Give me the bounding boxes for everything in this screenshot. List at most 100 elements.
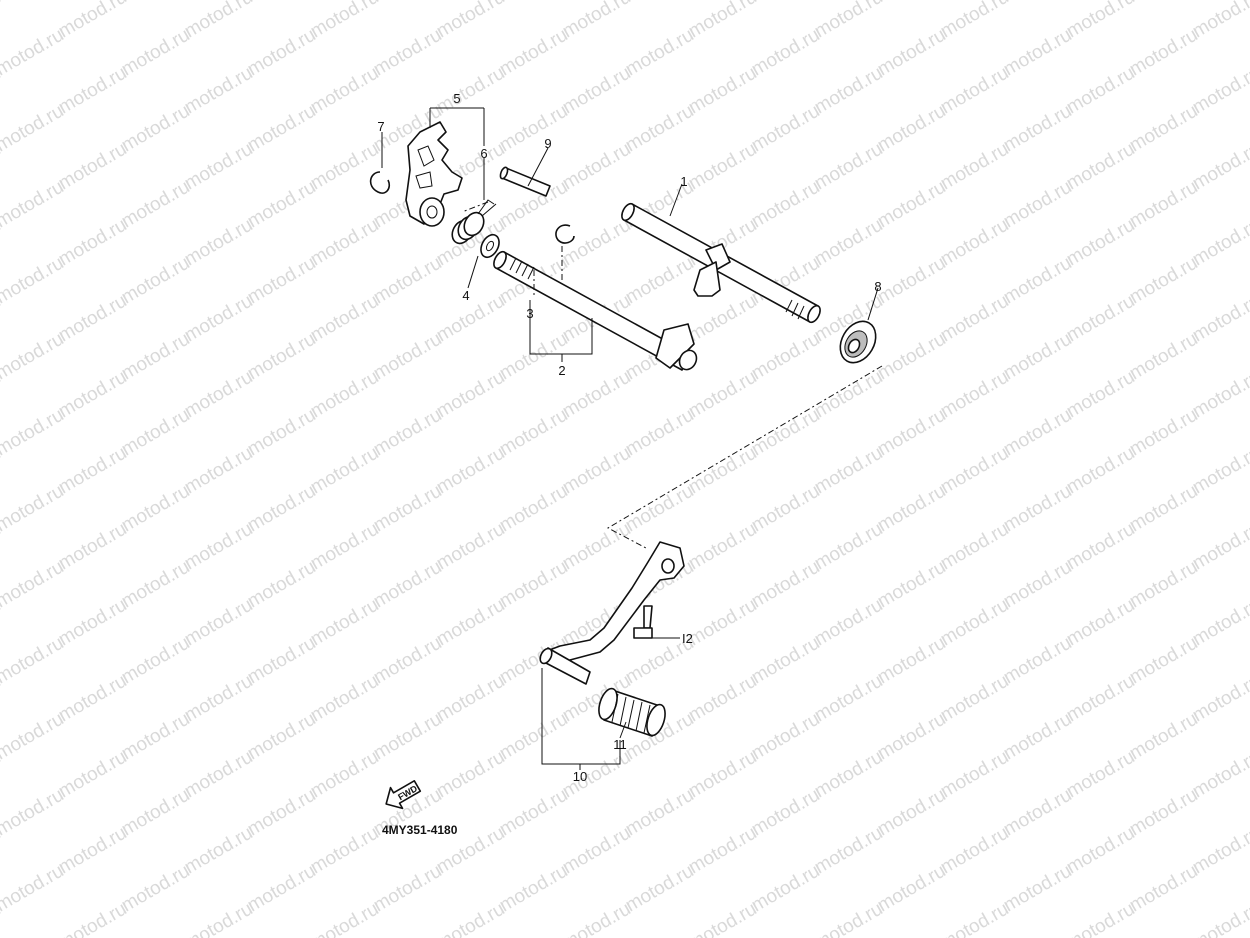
watermark-text: motod.ru <box>874 861 949 917</box>
watermark-text: motod.ru <box>244 785 319 841</box>
watermark-text: motod.ru <box>0 329 67 385</box>
watermark-text: motod.ru <box>685 595 760 651</box>
part-3-circlip <box>555 224 575 244</box>
watermark-text: motod.ru <box>307 215 382 271</box>
watermark-text: motod.ru <box>748 785 823 841</box>
part-5-shift-lever <box>405 121 463 227</box>
watermark-text: motod.ru <box>1126 785 1201 841</box>
watermark-text: motod.ru <box>433 63 508 119</box>
watermark-text: motod.ru <box>874 481 949 537</box>
watermark-text: motod.ru <box>1126 177 1201 233</box>
watermark-text: motod.ru <box>1126 861 1201 917</box>
watermark-text: motod.ru <box>55 595 130 651</box>
watermark-text: motod.ru <box>496 101 571 157</box>
watermark-text: motod.ru <box>748 177 823 233</box>
watermark-text: motod.ru <box>370 633 445 689</box>
watermark-text: motod.ru <box>1189 139 1250 195</box>
watermark-text: motod.ru <box>0 557 67 613</box>
watermark-text: motod.ru <box>811 899 886 938</box>
watermark-text: motod.ru <box>1000 177 1075 233</box>
watermark-text: motod.ru <box>622 405 697 461</box>
watermark-text: motod.ru <box>874 785 949 841</box>
watermark-text: motod.ru <box>307 291 382 347</box>
watermark-text: motod.ru <box>874 101 949 157</box>
watermark-text: motod.ru <box>496 557 571 613</box>
watermark-text: motod.ru <box>55 139 130 195</box>
watermark-text: motod.ru <box>370 25 445 81</box>
watermark-text: motod.ru <box>433 671 508 727</box>
watermark-text: motod.ru <box>1000 25 1075 81</box>
watermark-text: motod.ru <box>181 443 256 499</box>
watermark-text: motod.ru <box>748 709 823 765</box>
watermark-text: motod.ru <box>181 139 256 195</box>
watermark-text: motod.ru <box>1063 595 1138 651</box>
watermark-text: motod.ru <box>559 519 634 575</box>
watermark-text: motod.ru <box>181 291 256 347</box>
watermark-text: motod.ru <box>118 633 193 689</box>
watermark-text: motod.ru <box>181 519 256 575</box>
watermark-text: motod.ru <box>1000 861 1075 917</box>
watermark-text: motod.ru <box>748 405 823 461</box>
watermark-text: motod.ru <box>244 329 319 385</box>
watermark-text: motod.ru <box>1189 215 1250 271</box>
watermark-text: motod.ru <box>55 367 130 423</box>
watermark-text: motod.ru <box>559 443 634 499</box>
watermark-text: motod.ru <box>937 215 1012 271</box>
watermark-text: motod.ru <box>937 519 1012 575</box>
watermark-text: motod.ru <box>811 823 886 879</box>
watermark-text: motod.ru <box>1189 595 1250 651</box>
watermark-text: motod.ru <box>307 0 382 42</box>
watermark-text: motod.ru <box>811 443 886 499</box>
watermark-text: motod.ru <box>685 747 760 803</box>
watermark-text: motod.ru <box>244 101 319 157</box>
watermark-text: motod.ru <box>55 519 130 575</box>
watermark-text: motod.ru <box>748 101 823 157</box>
part-4-washer <box>480 233 500 259</box>
watermark-text: motod.ru <box>55 443 130 499</box>
watermark-text: motod.ru <box>181 899 256 938</box>
watermark-text: motod.ru <box>685 291 760 347</box>
watermark-text: motod.ru <box>1000 481 1075 537</box>
watermark-text: motod.ru <box>181 823 256 879</box>
watermark-text: motod.ru <box>1126 481 1201 537</box>
watermark-text: motod.ru <box>0 405 67 461</box>
watermark-text: motod.ru <box>1189 671 1250 727</box>
watermark-text: motod.ru <box>0 25 67 81</box>
watermark-text: motod.ru <box>559 823 634 879</box>
watermark-text: motod.ru <box>370 405 445 461</box>
watermark-text: motod.ru <box>685 899 760 938</box>
watermark-text: motod.ru <box>559 899 634 938</box>
watermark-text: motod.ru <box>811 595 886 651</box>
watermark-text: motod.ru <box>496 709 571 765</box>
watermark-text: motod.ru <box>811 0 886 42</box>
watermark-text: motod.ru <box>55 291 130 347</box>
watermark-text: motod.ru <box>1126 25 1201 81</box>
watermark-text: motod.ru <box>937 747 1012 803</box>
watermark-text: motod.ru <box>1189 0 1250 42</box>
watermark-text: motod.ru <box>1000 101 1075 157</box>
callout-12: I2 <box>682 631 693 646</box>
watermark-text: motod.ru <box>685 443 760 499</box>
watermark-text: motod.ru <box>1000 709 1075 765</box>
watermark-text: motod.ru <box>0 0 4 42</box>
watermark-text: motod.ru <box>118 253 193 309</box>
watermark-text: motod.ru <box>1189 519 1250 575</box>
callout-7: 7 <box>377 119 384 134</box>
watermark-text: motod.ru <box>811 139 886 195</box>
watermark-text: motod.ru <box>0 709 67 765</box>
watermark-text: motod.ru <box>496 25 571 81</box>
watermark-text: motod.ru <box>622 861 697 917</box>
watermark-text: motod.ru <box>307 443 382 499</box>
watermark-text: motod.ru <box>1063 291 1138 347</box>
watermark-text: motod.ru <box>1000 557 1075 613</box>
watermark-text: motod.ru <box>433 747 508 803</box>
watermark-text: motod.ru <box>874 177 949 233</box>
watermark-text: motod.ru <box>244 253 319 309</box>
watermark-text: motod.ru <box>559 367 634 423</box>
watermark-text: motod.ru <box>0 101 67 157</box>
watermark-text: motod.ru <box>685 671 760 727</box>
watermark-text: motod.ru <box>622 253 697 309</box>
callout-11: 11 <box>613 737 627 752</box>
watermark-text: motod.ru <box>1063 0 1138 42</box>
